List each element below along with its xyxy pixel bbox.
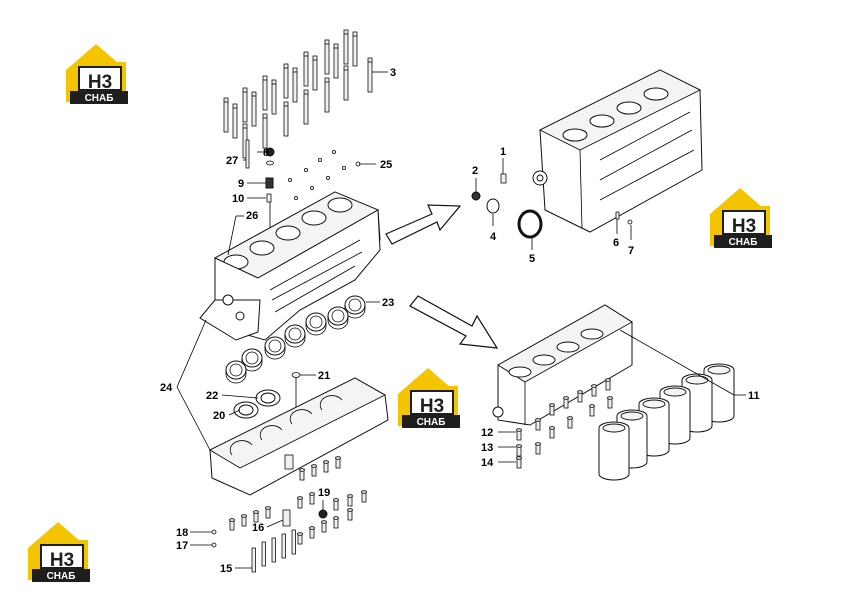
callout-12: 12 (481, 427, 493, 439)
callout-17: 17 (176, 540, 188, 552)
callout-13: 13 (481, 442, 493, 454)
callout-22: 22 (206, 390, 218, 402)
callout-26: 26 (246, 210, 258, 222)
callout-5: 5 (529, 253, 535, 265)
callout-8: 8 (263, 147, 269, 159)
logo-text: СНАБ (47, 571, 76, 582)
leader-lines (176, 71, 746, 569)
logo-mark: H3 (50, 550, 74, 571)
callout-7: 7 (628, 245, 634, 257)
thrust-washers (233, 372, 301, 468)
logo-text: СНАБ (85, 93, 114, 104)
callout-18: 18 (176, 527, 188, 539)
callout-21: 21 (318, 370, 330, 382)
callout-14: 14 (481, 457, 494, 469)
callout-4: 4 (490, 231, 497, 243)
logo-mark: H3 (732, 216, 756, 237)
brand-logo: H3 СНАБ (28, 522, 90, 582)
brand-logo: H3 СНАБ (710, 188, 772, 248)
callout-11: 11 (748, 390, 760, 402)
callout-25: 25 (380, 159, 392, 171)
callouts: 3 8 27 9 10 26 25 23 24 21 22 20 19 16 1… (160, 67, 760, 575)
callout-20: 20 (213, 410, 225, 422)
direction-arrows (385, 204, 499, 349)
bed-plate (209, 377, 389, 527)
callout-3: 3 (390, 67, 396, 79)
brand-logo: H3 СНАБ (398, 368, 460, 428)
logo-mark: H3 (420, 396, 444, 417)
callout-9: 9 (238, 178, 244, 190)
top-plugs (287, 149, 361, 200)
head-studs (223, 29, 373, 159)
callout-27: 27 (226, 155, 238, 167)
assembled-block (532, 69, 703, 233)
callout-16: 16 (252, 522, 264, 534)
engine-block (199, 191, 381, 341)
callout-24: 24 (160, 382, 173, 394)
brand-logo: H3 СНАБ (66, 44, 128, 104)
callout-23: 23 (382, 297, 394, 309)
logo-text: СНАБ (417, 417, 446, 428)
callout-1: 1 (500, 146, 506, 158)
callout-10: 10 (232, 193, 244, 205)
block-without-liners (492, 304, 633, 426)
bottom-bolts (211, 456, 367, 573)
callout-2: 2 (472, 165, 478, 177)
callout-15: 15 (220, 563, 232, 575)
cylinder-liners (598, 363, 735, 481)
logo-mark: H3 (88, 72, 112, 93)
logo-text: СНАБ (729, 237, 758, 248)
callout-19: 19 (318, 487, 330, 499)
callout-6: 6 (613, 237, 619, 249)
